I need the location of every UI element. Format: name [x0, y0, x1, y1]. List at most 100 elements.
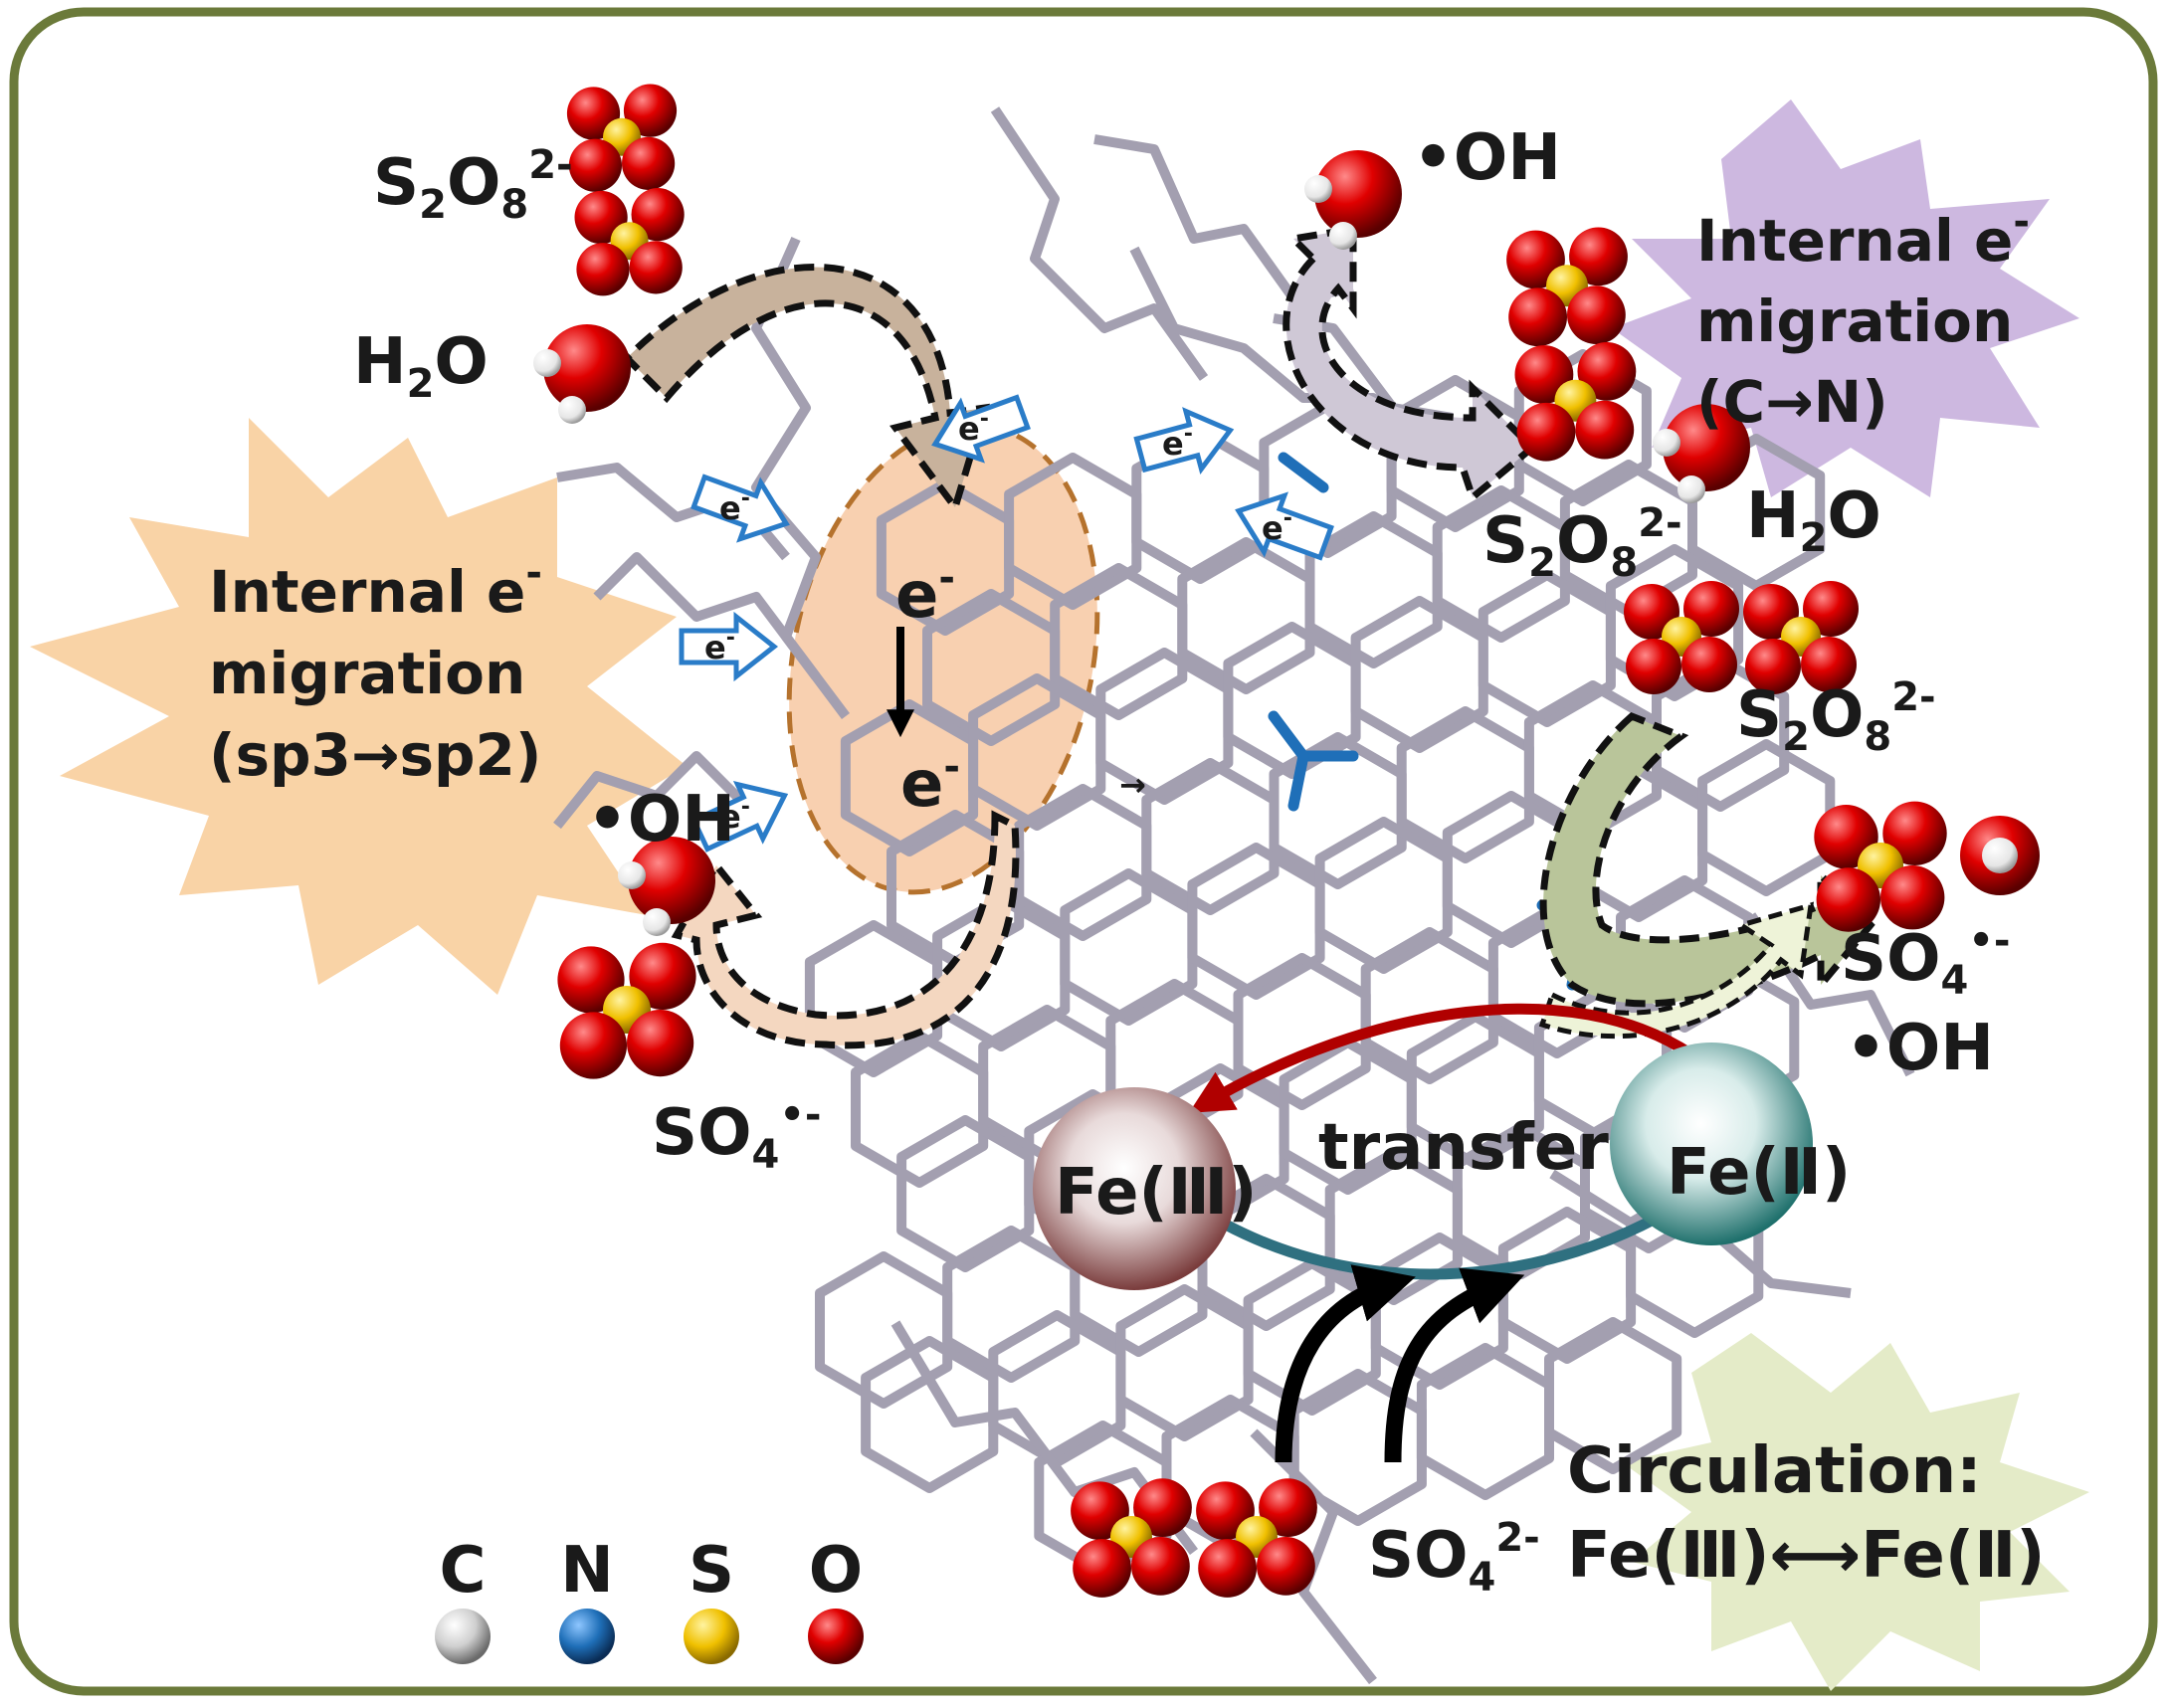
lattice-hexagon	[1605, 544, 1744, 701]
electron-label: e-	[719, 486, 750, 527]
label-internal-sp-1: Internal e-	[209, 550, 542, 626]
oxygen-atom	[1516, 402, 1576, 462]
oxygen-atom	[1569, 227, 1628, 286]
label-oh-top: •OH	[1413, 121, 1561, 195]
fe-reduction-arrow	[1188, 1003, 1695, 1113]
oxygen-atom	[629, 942, 696, 1011]
oxygen-atom	[1626, 639, 1681, 694]
oxygen-atom	[1508, 287, 1567, 347]
oxygen-atom	[628, 837, 715, 924]
label-h2o-right: H2O	[1746, 479, 1881, 561]
lattice-hexagon	[1544, 1317, 1682, 1474]
oxygen-atom	[1663, 404, 1750, 491]
oxygen-atom	[1131, 1537, 1190, 1596]
hydrogen-atom	[1677, 475, 1705, 503]
legend-label-s: S	[689, 1534, 734, 1608]
legend-atom-s	[684, 1609, 739, 1664]
electron-arrows: e-e-e-e-e-e-	[679, 394, 1334, 853]
label-small-arrow: →	[1119, 766, 1146, 804]
electron-label: e-	[958, 407, 989, 448]
oxygen-atom	[576, 243, 630, 296]
oxygen-atom	[1314, 150, 1402, 238]
legend-label-c: C	[440, 1534, 487, 1608]
oxygen-atom	[1801, 637, 1857, 692]
electron-label: e-	[1262, 506, 1292, 547]
oxygen-atom	[1575, 400, 1635, 460]
electron-injection-arrow: e-	[1133, 407, 1235, 475]
hydrogen-atom	[1329, 222, 1357, 250]
legend-atom-c	[435, 1609, 491, 1664]
sulfate-feed-arrow-2	[1384, 1267, 1525, 1463]
hydrogen-atom	[1304, 175, 1332, 203]
oxygen-atom	[622, 136, 676, 190]
oxygen-atom	[1198, 1539, 1257, 1598]
lattice-hexagon	[1513, 349, 1652, 506]
label-fe3: Fe(Ⅲ)	[1055, 1156, 1258, 1230]
label-internal-cn-3: (C→N)	[1696, 368, 1888, 436]
oxygen-atom	[627, 1010, 694, 1077]
label-s2o8-right: S2O82-	[1736, 674, 1936, 760]
oxygen-atom	[631, 188, 685, 242]
oxygen-atom	[1816, 867, 1881, 932]
label-e-upper: e-	[895, 555, 955, 633]
label-circulation-1: Circulation:	[1567, 1434, 1982, 1508]
hydrogen-atom	[558, 396, 586, 424]
electron-injection-arrow: e-	[690, 474, 790, 543]
oxygen-atom	[1803, 581, 1859, 637]
oxygen-atom	[568, 138, 623, 192]
label-internal-cn-1: Internal e-	[1696, 199, 2030, 275]
label-internal-cn-2: migration	[1696, 287, 2013, 355]
fe2-sphere	[1610, 1043, 1813, 1245]
fe3-sphere	[1033, 1087, 1236, 1290]
electron-label: e-	[719, 795, 750, 836]
label-circulation-2: Fe(Ⅲ)⟷Fe(Ⅱ)	[1567, 1519, 2045, 1593]
oxygen-atom	[559, 1012, 628, 1079]
legend-label-n: N	[560, 1534, 614, 1608]
label-h2o-left: H2O	[353, 325, 489, 407]
legend-atom-n	[559, 1609, 615, 1664]
oxygen-atom	[543, 324, 631, 412]
electron-injection-arrow: e-	[679, 611, 779, 682]
oxygen-atom	[1683, 581, 1739, 637]
hydrogen-atom	[618, 861, 646, 889]
label-oh-right: •OH	[1846, 1012, 1994, 1085]
oxygen-atom	[1745, 639, 1801, 694]
oxygen-atom	[1681, 637, 1737, 692]
label-e-lower: e-	[900, 744, 960, 822]
label-fe2: Fe(Ⅱ)	[1667, 1136, 1851, 1210]
oxygen-atom	[1577, 341, 1637, 401]
label-transfer: transfer	[1318, 1111, 1609, 1185]
label-internal-sp-3: (sp3→sp2)	[209, 721, 541, 789]
electron-injection-arrow: e-	[690, 780, 789, 853]
molecules	[533, 84, 2040, 1598]
hydrogen-atom	[533, 349, 561, 377]
hydrogen-atom	[1653, 429, 1680, 457]
product-release-arrow	[1538, 901, 1815, 1040]
oxygen-atom	[623, 84, 678, 137]
legend-label-o: O	[809, 1534, 863, 1608]
labels: S2O82- H2O •OH Internal e- migration (C→…	[209, 121, 2045, 1601]
oxygen-atom	[1880, 865, 1945, 930]
oxygen-atom	[1882, 801, 1947, 865]
lattice-hexagon	[1652, 655, 1790, 812]
green-burst	[1622, 1333, 2089, 1691]
electron-injection-arrow: e-	[1235, 491, 1334, 561]
orange-burst	[30, 418, 687, 995]
oxygen-atom	[1567, 285, 1626, 345]
label-so4-right: SO4•-	[1841, 918, 2011, 1004]
electron-label: e-	[1162, 422, 1193, 463]
oxygen-atom	[1257, 1537, 1315, 1596]
label-oh-left: •OH	[587, 783, 735, 856]
electron-label: e-	[704, 626, 735, 666]
electron-injection-arrow: e-	[931, 394, 1031, 464]
oxygen-atom	[1259, 1478, 1317, 1537]
purple-burst	[1612, 99, 2079, 497]
hydrogen-atom	[1982, 838, 2018, 873]
legend-atom-o	[808, 1609, 864, 1664]
hydrogen-atom	[643, 908, 671, 936]
label-so4-left: SO4•-	[652, 1092, 822, 1178]
label-s2o8-top-left: S2O82-	[373, 142, 573, 228]
